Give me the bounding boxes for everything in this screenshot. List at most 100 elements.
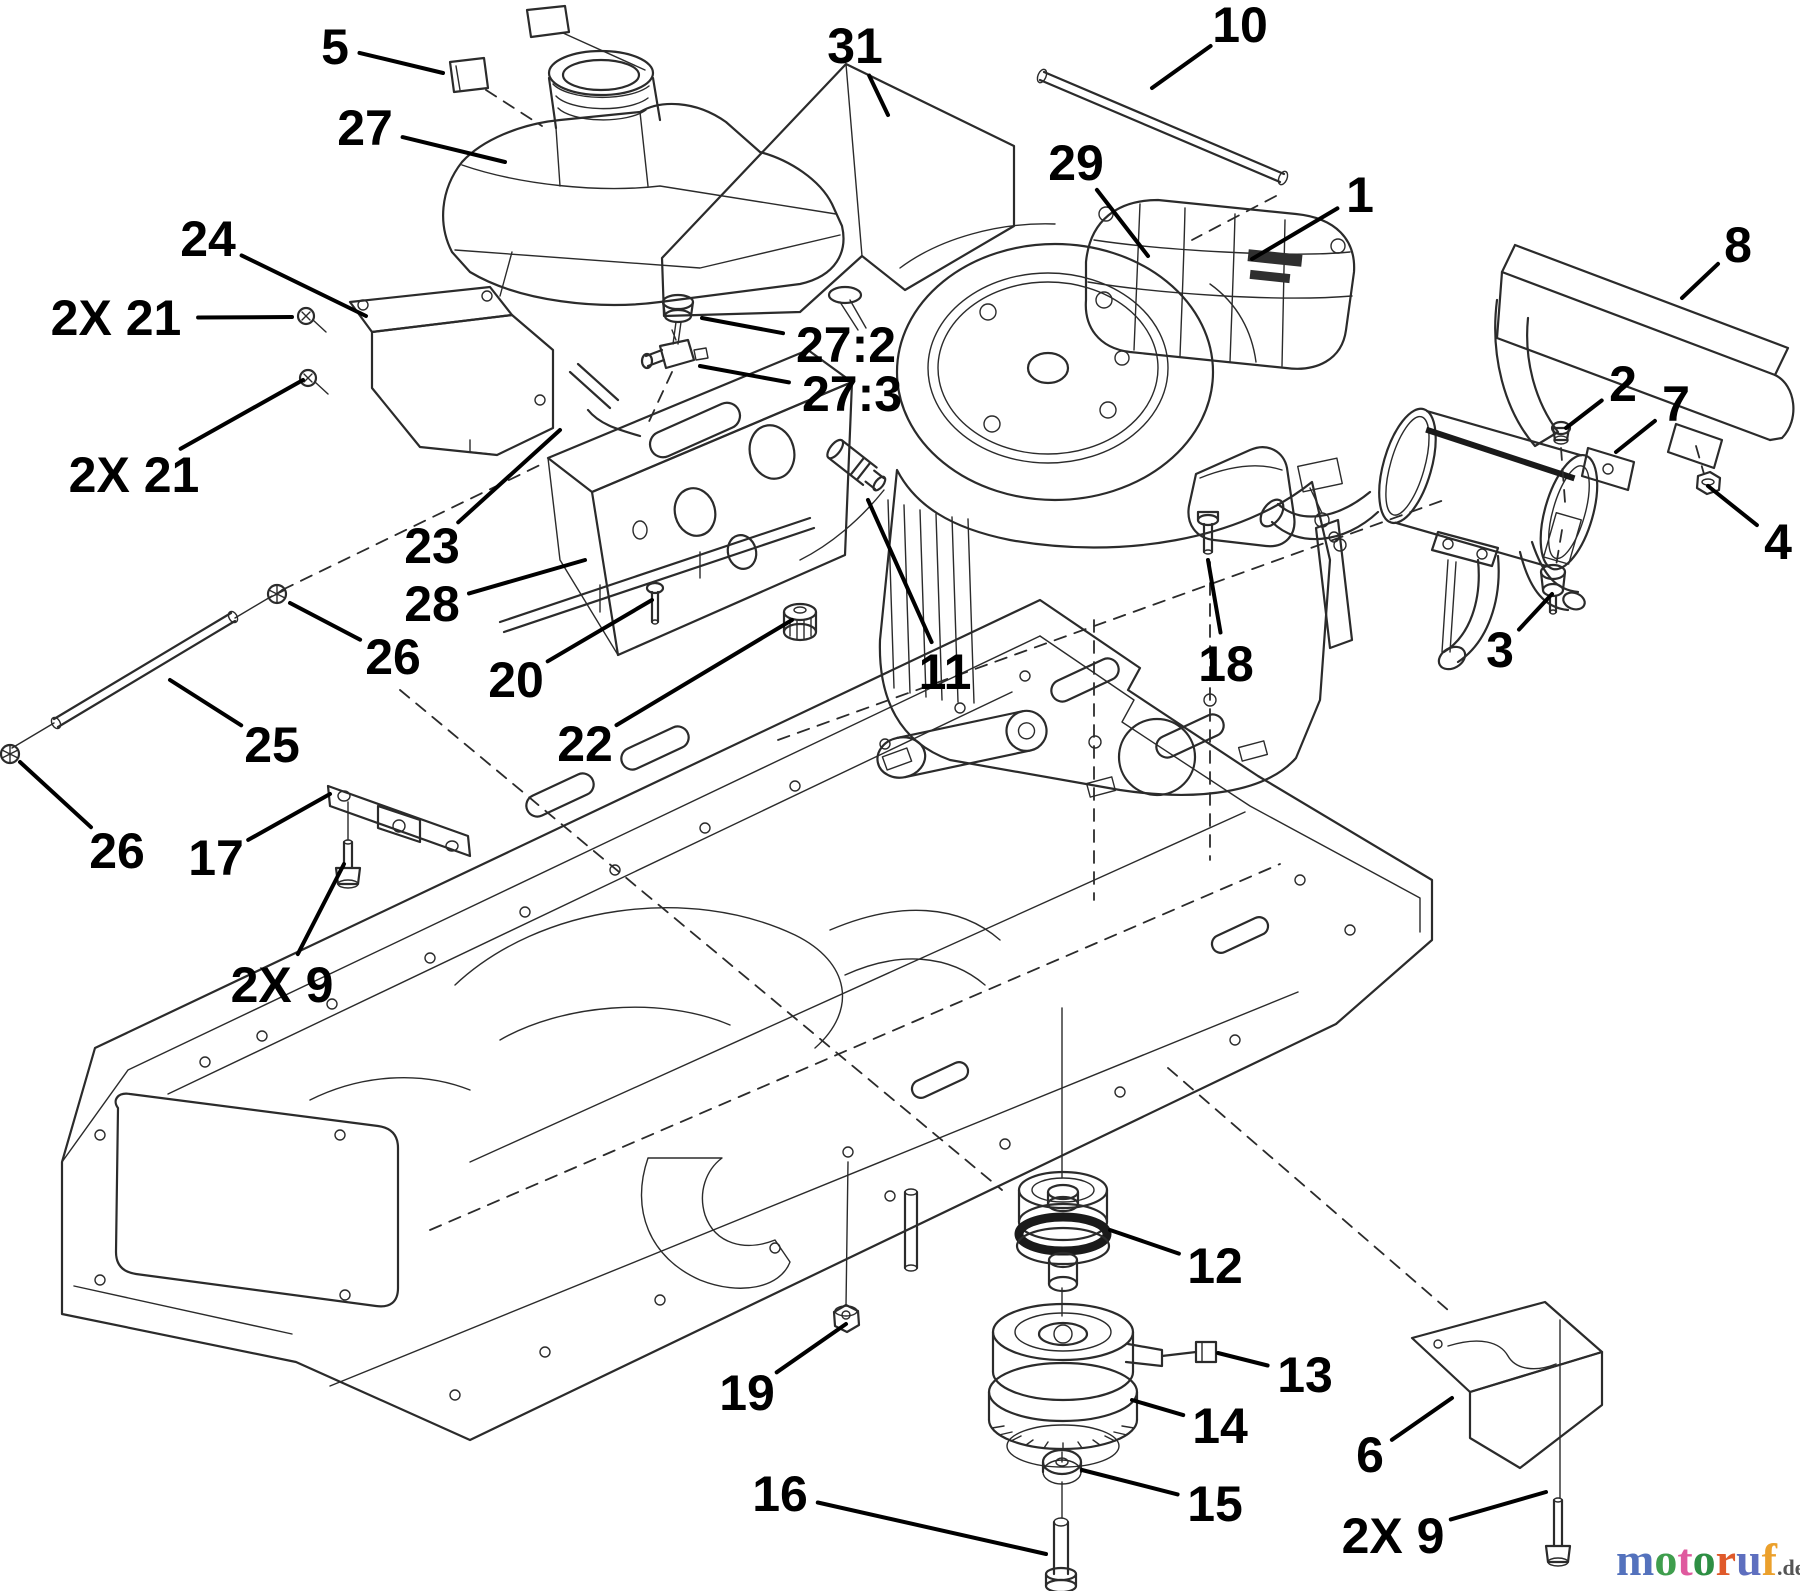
crankshaft-pulley xyxy=(1014,1170,1112,1293)
leader-line-25-10 xyxy=(168,678,244,728)
leader-line-23-5 xyxy=(456,428,562,525)
frame-rivet-holes xyxy=(94,670,1356,1401)
watermark-letter: t xyxy=(1677,1534,1693,1585)
callout-label-16-31: 16 xyxy=(752,1466,808,1522)
leader-line-6-33 xyxy=(1389,1396,1454,1442)
leader-line-29-16 xyxy=(1094,187,1150,258)
leader-line-10-15 xyxy=(1150,44,1213,90)
leader-line-19-32 xyxy=(774,1322,848,1375)
shoulder-bolt-3 xyxy=(1539,529,1567,615)
frame-bolt-9b xyxy=(1544,1497,1572,1567)
callout-label-5-0: 5 xyxy=(321,19,349,75)
grommet-nut-22 xyxy=(782,602,818,642)
choke-rod xyxy=(1036,68,1289,241)
callout-label-20-8: 20 xyxy=(488,652,544,708)
callout-label-14-29: 14 xyxy=(1192,1398,1248,1454)
callout-label-28-6: 28 xyxy=(404,576,460,632)
muffler-guard xyxy=(1494,243,1795,492)
callout-label-2X-21-4: 2X 21 xyxy=(69,447,200,503)
muffler xyxy=(1259,407,1599,671)
shield-panel xyxy=(660,62,1016,318)
leader-line-18-26 xyxy=(1206,558,1223,635)
callout-label-27:2-19: 27:2 xyxy=(796,317,896,373)
leader-line-26-7 xyxy=(288,601,363,642)
frame-bolt-9a xyxy=(334,839,362,889)
leader-line-8-18 xyxy=(1680,261,1720,300)
watermark-letter: u xyxy=(1736,1534,1762,1585)
alignment-lines xyxy=(399,499,1561,1519)
callout-label-13-28: 13 xyxy=(1277,1347,1333,1403)
clutch-stop-bracket xyxy=(1410,1300,1604,1470)
control-bracket-panel xyxy=(498,348,854,657)
rod-nut-26b xyxy=(0,743,21,765)
callout-label-27-1: 27 xyxy=(337,100,393,156)
oil-sensor xyxy=(799,438,887,561)
leader-line-3-24 xyxy=(1517,592,1554,632)
clip-retainer-top xyxy=(525,4,646,71)
leader-line-24-2 xyxy=(239,253,368,318)
callout-label-27:3-20: 27:3 xyxy=(802,366,902,422)
leader-line-12-27 xyxy=(1108,1228,1181,1256)
clip-retainer xyxy=(448,56,543,127)
leader-line-2X-9-13 xyxy=(295,862,346,957)
callout-label-2X-9-34: 2X 9 xyxy=(1342,1508,1445,1564)
callout-label-2X-21-3: 2X 21 xyxy=(51,290,182,346)
leader-line-14-29 xyxy=(1130,1398,1186,1418)
leader-line-4-23 xyxy=(1706,484,1759,528)
watermark-letter: r xyxy=(1715,1534,1737,1585)
callout-label-10-15: 10 xyxy=(1212,0,1268,53)
leader-line-27:2-19 xyxy=(700,316,785,336)
tank-grommet-fitting xyxy=(661,293,695,345)
callout-label-6-33: 6 xyxy=(1356,1427,1384,1483)
leader-line-2-21 xyxy=(1564,398,1604,430)
leader-line-27-1 xyxy=(400,135,507,164)
flange-nut-19 xyxy=(832,1303,861,1334)
clutch-bolt-16 xyxy=(1044,1517,1078,1591)
callout-label-25-10: 25 xyxy=(244,717,300,773)
leader-line-2X-9-34 xyxy=(1448,1490,1548,1522)
callout-label-1-17: 1 xyxy=(1346,167,1374,223)
leader-line-26-11 xyxy=(18,760,93,830)
fuel-tank xyxy=(442,49,845,306)
screw-21b xyxy=(298,368,329,395)
callout-label-4-23: 4 xyxy=(1764,514,1792,570)
engine xyxy=(827,223,1347,798)
watermark-suffix: .de xyxy=(1777,1555,1800,1580)
callout-label-19-32: 19 xyxy=(719,1365,775,1421)
guard-bolt-2 xyxy=(1550,420,1572,503)
callout-label-22-9: 22 xyxy=(557,716,613,772)
callout-label-24-2: 24 xyxy=(180,211,236,267)
leader-line-2X-21-3 xyxy=(196,315,294,320)
callout-label-29-16: 29 xyxy=(1048,135,1104,191)
callout-label-8-18: 8 xyxy=(1724,217,1752,273)
callout-label-26-7: 26 xyxy=(365,629,421,685)
leader-line-27:3-20 xyxy=(698,364,791,385)
callout-label-26-11: 26 xyxy=(89,823,145,879)
motoruf-watermark: motoruf.de xyxy=(1616,1534,1800,1586)
callout-label-31-14: 31 xyxy=(827,18,883,74)
callout-label-11-25: 11 xyxy=(919,644,972,700)
screw-21a xyxy=(296,306,327,333)
electric-clutch xyxy=(987,1302,1164,1468)
leader-line-7-22 xyxy=(1614,418,1657,454)
callout-label-15-30: 15 xyxy=(1187,1476,1243,1532)
leader-line-15-30 xyxy=(1080,1468,1180,1497)
rod-nut-26a xyxy=(266,583,288,605)
choke-cable-rod xyxy=(11,464,541,749)
watermark-letter: o xyxy=(1654,1534,1678,1585)
heat-shield-bracket xyxy=(348,285,555,457)
callout-label-2-21: 2 xyxy=(1609,356,1637,412)
leader-line-2X-21-4 xyxy=(178,378,305,451)
leader-line-13-28 xyxy=(1216,1351,1270,1368)
support-bracket-17 xyxy=(326,784,472,858)
watermark-letter: m xyxy=(1616,1534,1655,1585)
callout-label-12-27: 12 xyxy=(1187,1238,1243,1294)
leader-line-31-14 xyxy=(867,73,890,117)
leader-line-5-0 xyxy=(357,50,445,75)
leader-line-16-31 xyxy=(815,1500,1048,1556)
callout-label-23-5: 23 xyxy=(404,518,460,574)
leader-line-11-25 xyxy=(866,498,934,645)
